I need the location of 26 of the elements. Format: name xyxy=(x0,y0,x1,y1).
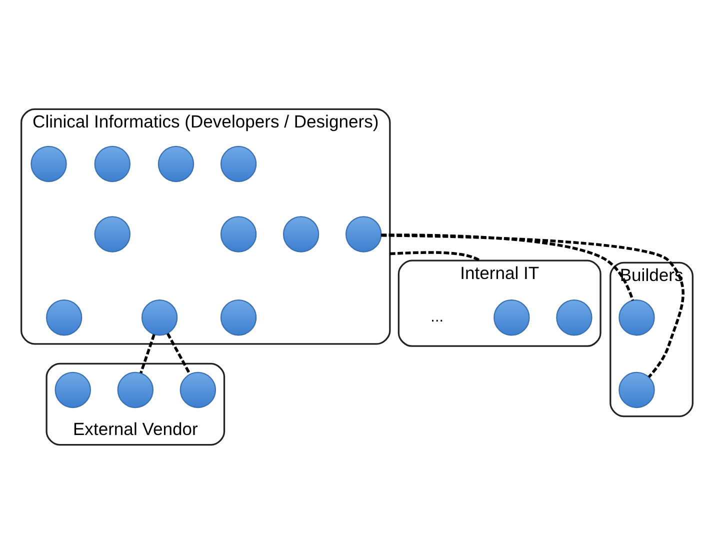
connector xyxy=(390,251,480,262)
node-circle xyxy=(141,299,178,336)
node-circle xyxy=(94,146,130,182)
node-circle xyxy=(345,216,382,252)
connector xyxy=(381,234,684,378)
node-circle xyxy=(220,146,257,182)
node-circle xyxy=(46,299,82,336)
node-circle xyxy=(618,372,655,408)
label: ... xyxy=(430,308,444,326)
node-circle xyxy=(282,216,320,252)
node-circle xyxy=(30,146,67,182)
node-circle xyxy=(117,372,154,408)
cluster: External Vendor xyxy=(46,362,226,446)
node-circle xyxy=(220,216,257,252)
node-circle xyxy=(158,146,194,182)
node-circle xyxy=(54,372,91,408)
node-circle xyxy=(556,299,592,336)
node-circle xyxy=(94,216,130,252)
node-circle xyxy=(220,299,257,336)
connector xyxy=(381,234,634,301)
node-circle xyxy=(180,372,216,408)
node-circle xyxy=(618,299,655,336)
node-circle xyxy=(494,299,530,336)
connector xyxy=(166,332,192,375)
cluster: Clinical Informatics (Developers / Designers) xyxy=(20,108,391,345)
connector xyxy=(140,334,156,374)
